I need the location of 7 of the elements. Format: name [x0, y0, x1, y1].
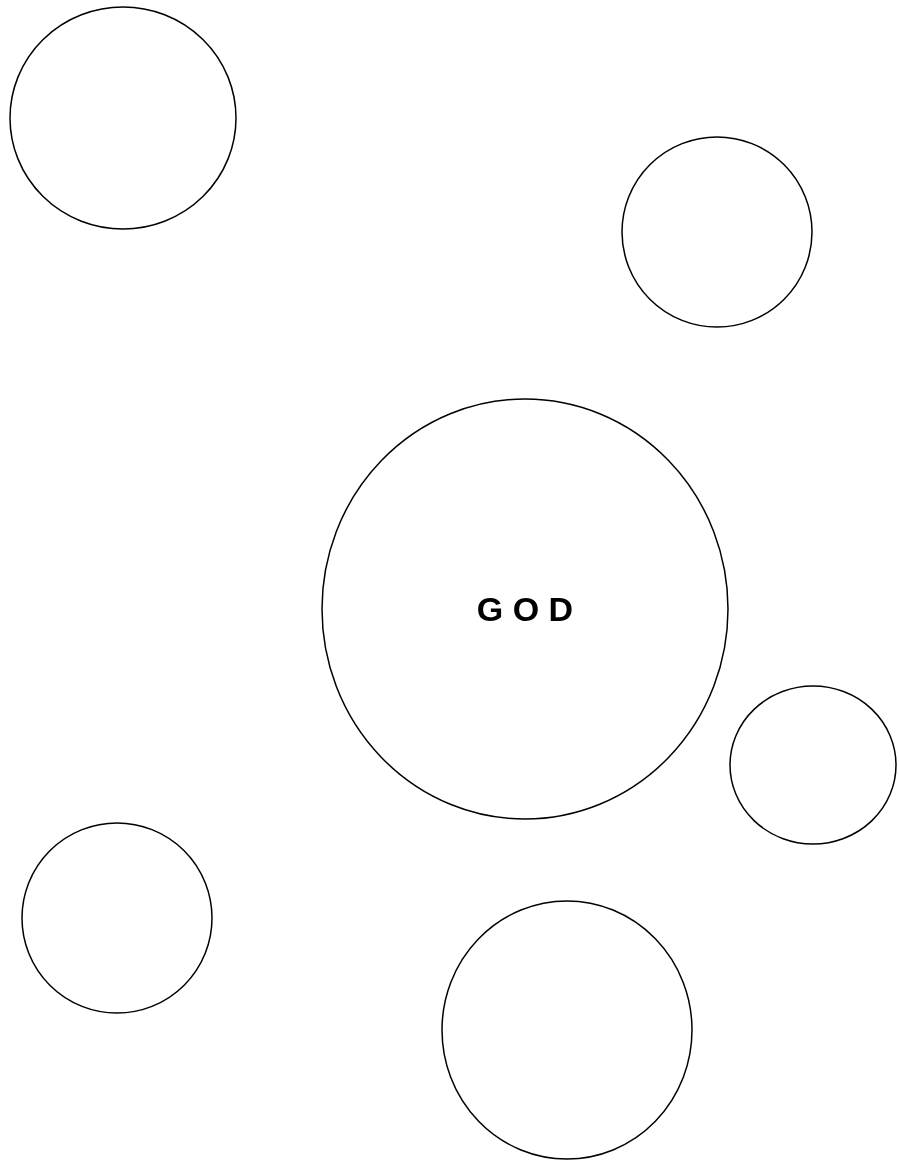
circle	[321, 398, 729, 820]
circle	[621, 136, 813, 328]
circle-label: G O D	[476, 589, 574, 629]
circle	[441, 900, 693, 1160]
circle	[729, 685, 897, 845]
circle	[21, 822, 213, 1014]
circle	[9, 6, 237, 230]
